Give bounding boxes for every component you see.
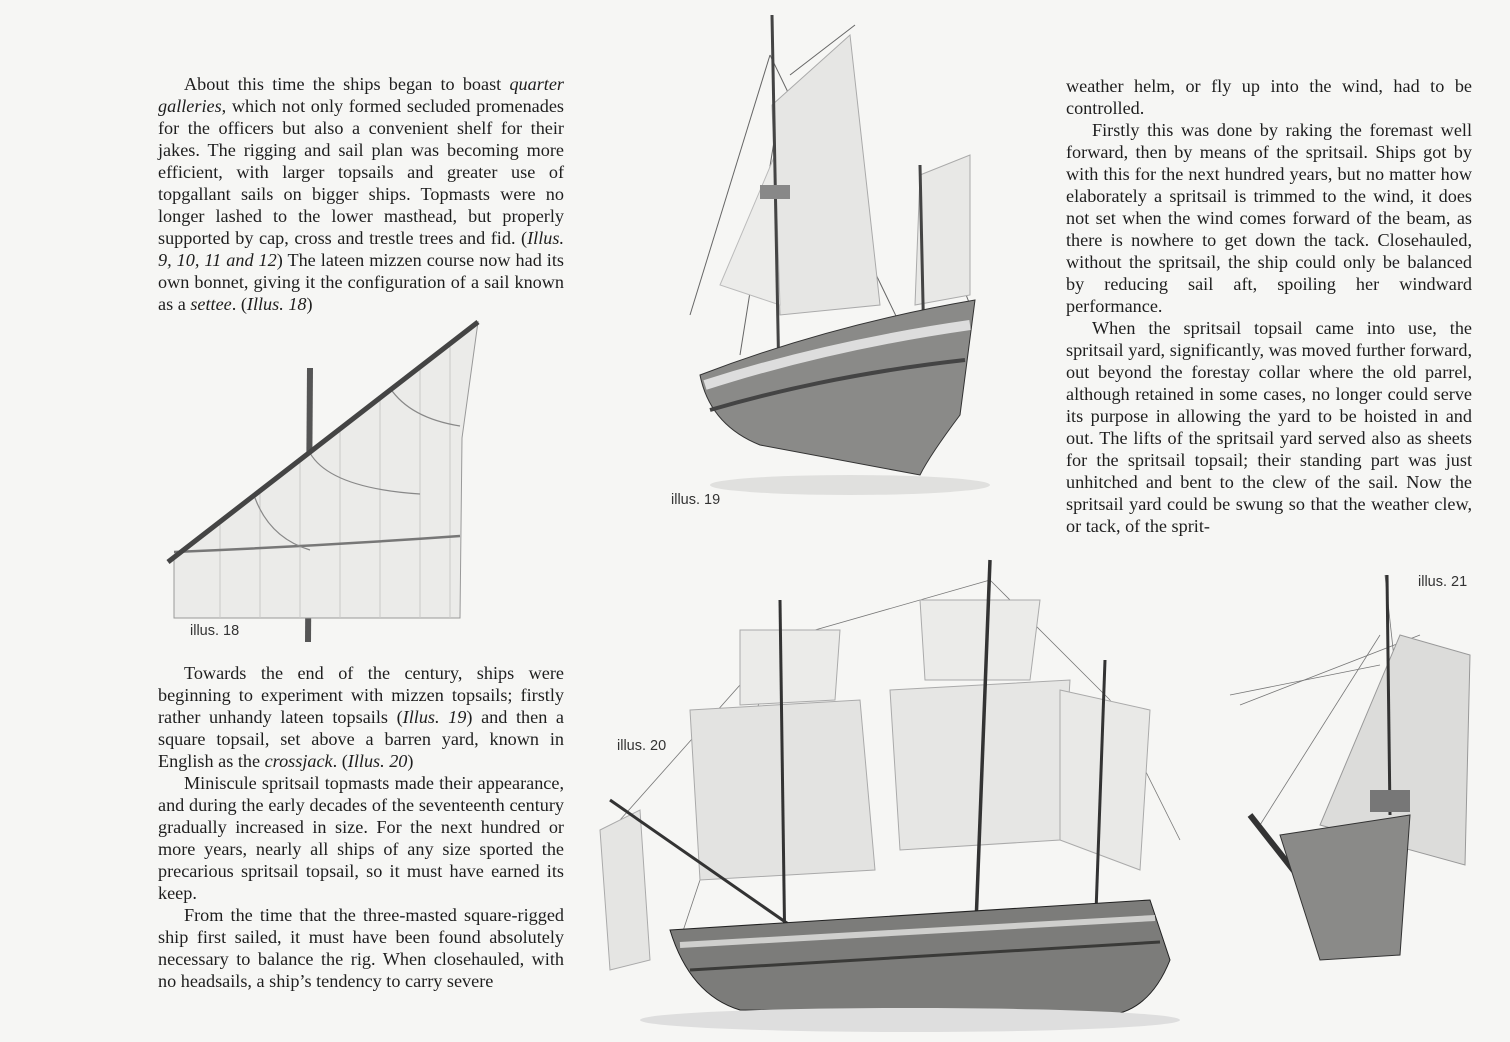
paragraph-mizzen-topsails: Towards the end of the century, ships we… <box>158 662 564 772</box>
italic-term: Illus. 20 <box>347 751 408 771</box>
paragraph-spritsail-topsail: When the spritsail topsail came into use… <box>1066 317 1472 537</box>
italic-term: settee <box>190 294 232 314</box>
caption-illus-19: illus. 19 <box>671 492 721 508</box>
paragraph-raking-foremast: Firstly this was done by raking the fore… <box>1066 119 1472 317</box>
text-run: . ( <box>231 294 247 314</box>
caption-illus-21: illus. 21 <box>1418 574 1468 590</box>
text-run: , which not only formed secluded promena… <box>158 96 564 248</box>
illustration-19-galleon <box>689 14 990 495</box>
paragraph-weather-helm: weather helm, or fly up into the wind, h… <box>1066 75 1472 119</box>
illustration-21-spritsail-rig <box>1229 574 1471 961</box>
italic-term: crossjack <box>264 751 333 771</box>
italic-term: Illus. 18 <box>246 294 307 314</box>
left-column-bottom: Towards the end of the century, ships we… <box>158 662 564 992</box>
illustration-18-settee-sail <box>166 320 480 643</box>
italic-term: Illus. 19 <box>402 707 467 727</box>
right-column: weather helm, or fly up into the wind, h… <box>1066 75 1472 537</box>
left-column-top: About this time the ships began to boast… <box>158 73 564 315</box>
text-run: ) <box>407 751 414 771</box>
text-run: Towards the end of the century, ships we… <box>158 663 564 727</box>
paragraph-spritsail-topmasts: Miniscule spritsail topmasts made their … <box>158 772 564 904</box>
illustration-20-three-masted-ship <box>599 559 1181 1032</box>
text-run: Firstly this was done by raking the fore… <box>1066 120 1472 316</box>
italic-term: quarter galleries <box>158 74 564 116</box>
paragraph-balance-rig: From the time that the three-masted squa… <box>158 904 564 992</box>
text-run: weather helm, or fly up into the wind, h… <box>1066 76 1472 118</box>
caption-illus-20: illus. 20 <box>617 738 667 754</box>
text-run: ) and then a square topsail, set above a… <box>158 707 564 771</box>
text-run: About this time the ships began to boast <box>184 74 510 94</box>
text-run: ) <box>306 294 313 314</box>
text-run: Miniscule spritsail topmasts made their … <box>158 773 564 903</box>
text-run: ) The lateen mizzen course now had its o… <box>158 250 564 314</box>
text-run: When the spritsail topsail came into use… <box>1066 318 1472 536</box>
italic-term: Illus. 9, 10, 11 and 12 <box>158 228 564 270</box>
text-run: From the time that the three-masted squa… <box>158 905 564 991</box>
paragraph-quarter-galleries: About this time the ships began to boast… <box>158 73 564 315</box>
caption-illus-18: illus. 18 <box>190 623 240 639</box>
text-run: . ( <box>332 751 348 771</box>
